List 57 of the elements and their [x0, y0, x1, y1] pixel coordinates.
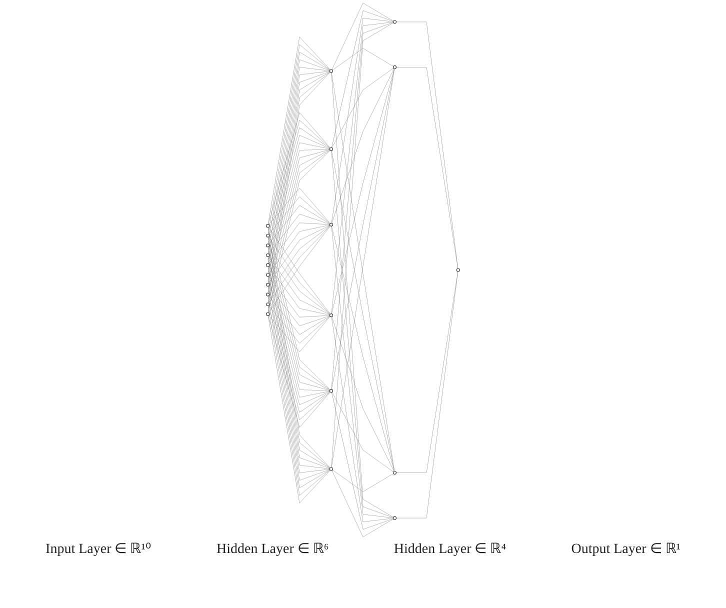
connector [268, 224, 330, 274]
connector [268, 315, 330, 352]
connector [268, 205, 330, 244]
node-circle [329, 69, 334, 73]
connector [331, 392, 394, 530]
node-circle [392, 516, 397, 520]
node-circle [329, 467, 334, 471]
connector [331, 226, 394, 472]
connector [268, 196, 330, 235]
node-circle [266, 224, 270, 228]
connector [396, 67, 458, 269]
layer-label: Hidden Layer ∈ ℝ⁴ [394, 541, 506, 558]
connector [332, 48, 394, 70]
connector [268, 276, 330, 318]
node-circle [266, 292, 270, 296]
node-circle [266, 273, 270, 277]
connector [268, 266, 330, 316]
connector [331, 68, 394, 314]
node-circle [266, 282, 270, 287]
connector [268, 214, 330, 254]
node-circle [456, 268, 460, 272]
connector [331, 226, 394, 518]
connector [331, 18, 394, 224]
connector [332, 392, 394, 472]
node-circle [329, 314, 334, 318]
node-circle [266, 263, 270, 267]
connector [332, 68, 394, 148]
connector [396, 271, 458, 518]
connector [268, 188, 330, 225]
layer-label: Input Layer ∈ ℝ¹⁰ [46, 541, 152, 558]
layer-label: Hidden Layer ∈ ℝ⁶ [216, 541, 329, 558]
connector [268, 296, 330, 335]
connector [331, 316, 394, 522]
node-circle [392, 65, 397, 69]
node-circle [329, 389, 334, 393]
node-circle [266, 244, 270, 248]
connector [331, 10, 394, 148]
layer-label: Output Layer ∈ ℝ¹ [571, 541, 680, 558]
connector [331, 22, 394, 314]
connector [396, 22, 458, 269]
connector [332, 2, 394, 70]
connector [396, 271, 458, 473]
node-circle [266, 302, 270, 306]
node-circle [329, 147, 334, 151]
connector [268, 286, 330, 326]
connector [332, 470, 394, 492]
connector [332, 470, 394, 538]
connector [332, 316, 394, 472]
node-circle [329, 222, 334, 226]
node-circle [266, 234, 270, 238]
connector [332, 68, 394, 224]
connector [268, 305, 330, 344]
connector [268, 222, 330, 264]
node-circle [266, 253, 270, 258]
node-circle [266, 312, 270, 316]
node-circle [392, 471, 397, 475]
node-circle [392, 20, 397, 24]
